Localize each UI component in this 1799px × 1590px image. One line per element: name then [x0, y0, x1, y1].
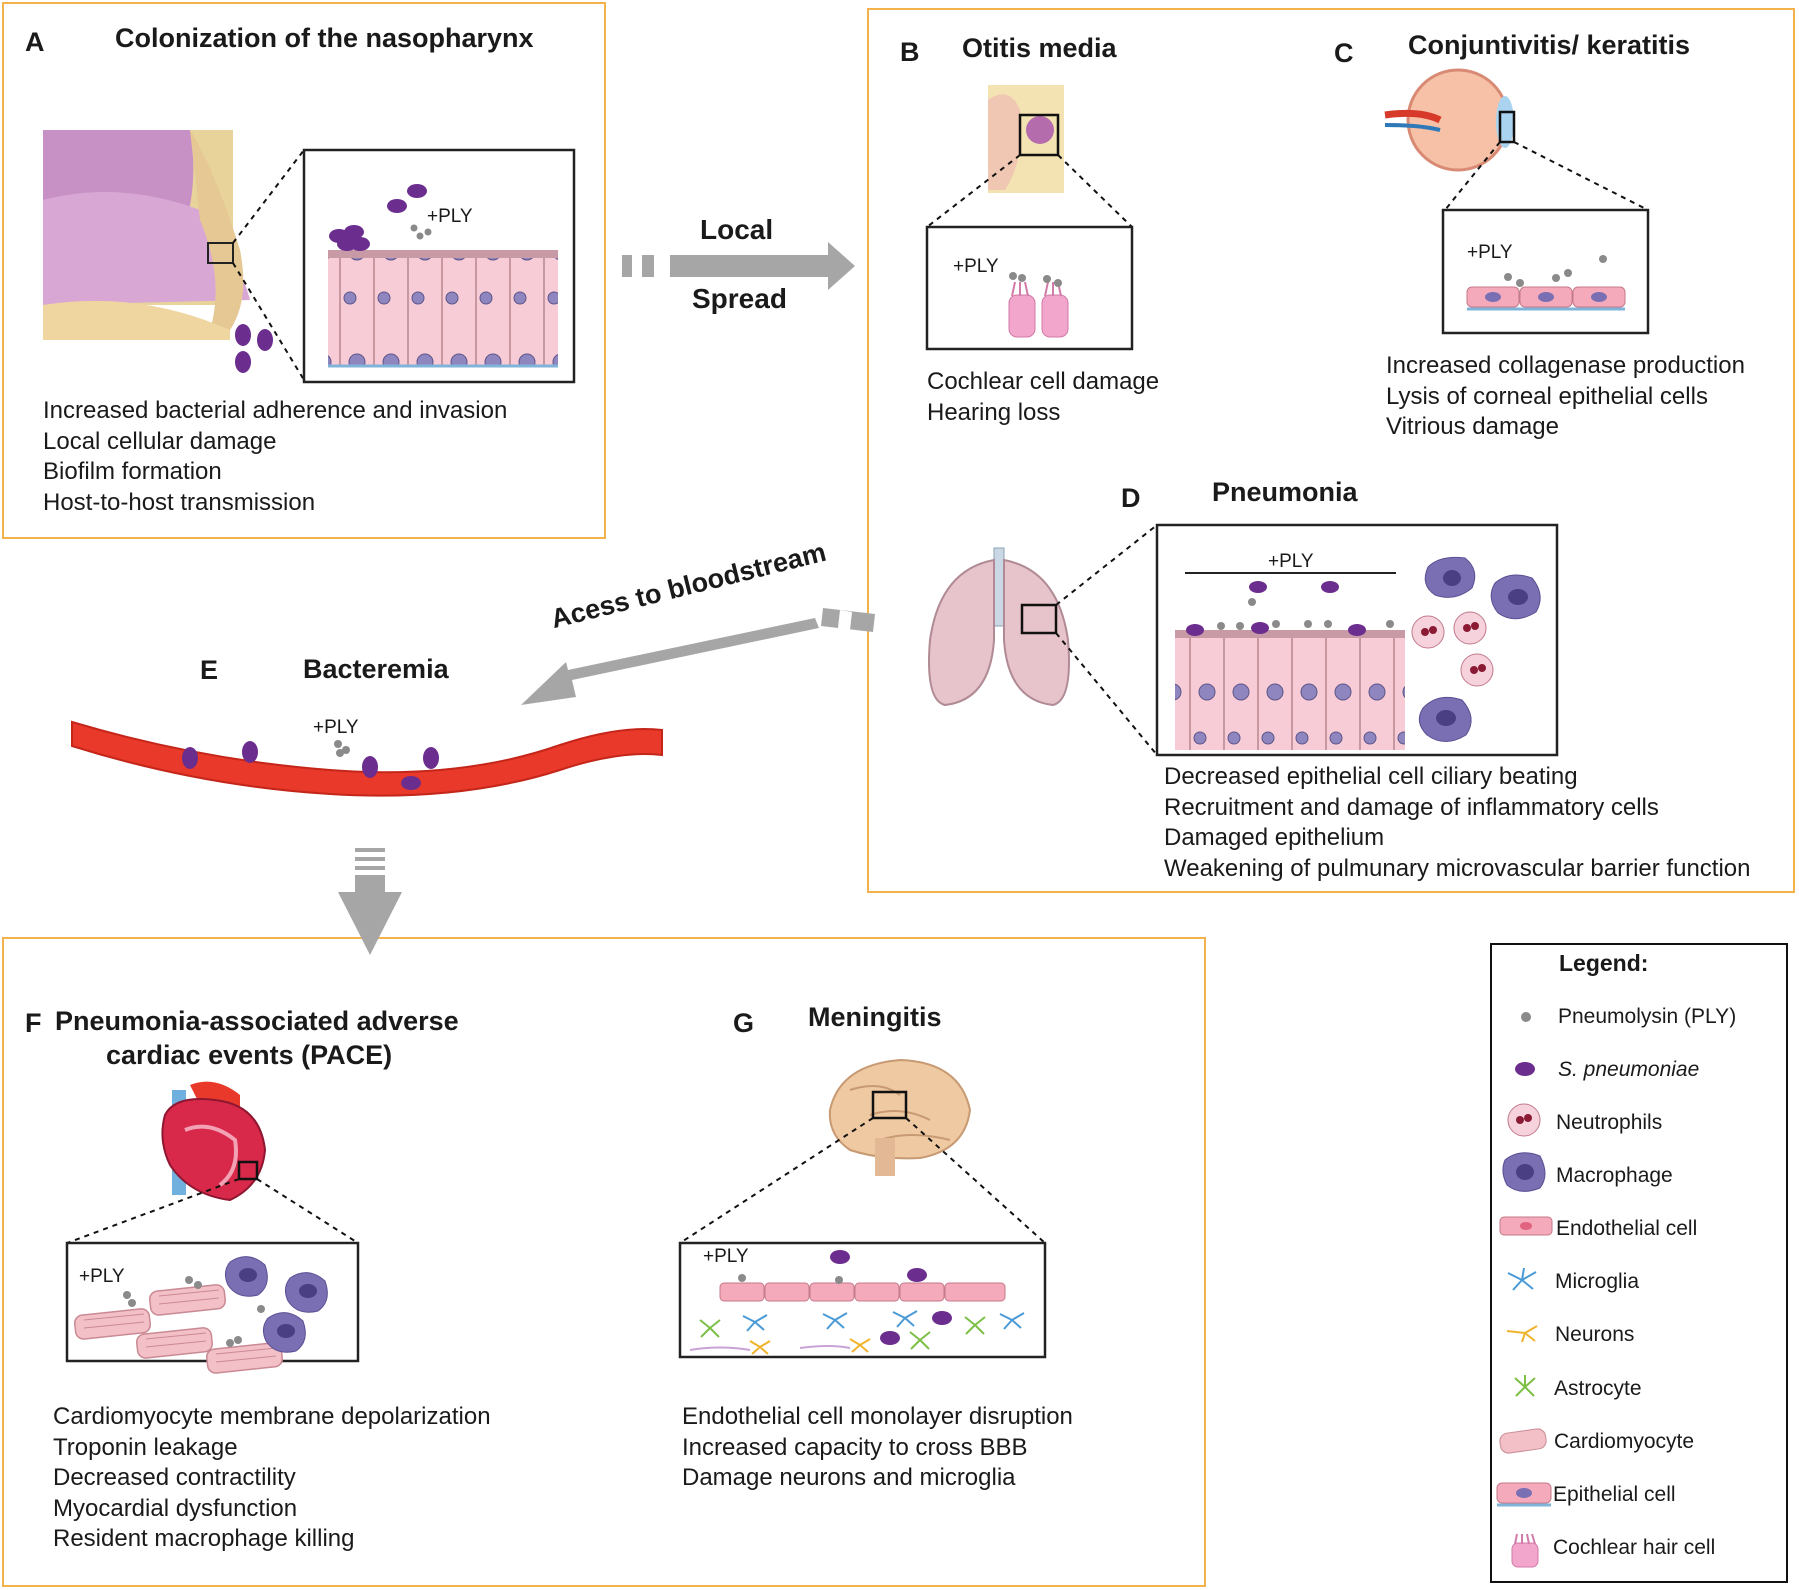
blood-vessel-illustration: [71, 720, 663, 797]
panel-b-effects: Cochlear cell damage Hearing loss: [927, 367, 1159, 428]
local-spread-arrow: [622, 242, 855, 290]
panel-c-title: Conjuntivitis/ keratitis: [1408, 30, 1691, 60]
panel-c-effect-2: Lysis of corneal epithelial cells: [1386, 382, 1708, 410]
panel-b-ply-label: +PLY: [953, 256, 999, 277]
panel-f-effect-2: Troponin leakage: [53, 1433, 238, 1461]
lungs-illustration: [928, 524, 1158, 756]
legend-label-neurons: Neurons: [1555, 1323, 1635, 1346]
legend-label-neutrophils: Neutrophils: [1556, 1111, 1663, 1134]
panel-g-letter: G: [733, 1008, 755, 1038]
legend-label-s-pneumoniae: S. pneumoniae: [1558, 1058, 1700, 1081]
panel-g-title: Meningitis: [808, 1002, 942, 1032]
nasal-cavity-illustration: [43, 130, 305, 381]
legend-label-astrocyte: Astrocyte: [1554, 1377, 1642, 1400]
cornea-inset: [1441, 208, 1650, 335]
panel-e-title: Bacteremia: [303, 654, 449, 684]
panel-f-title-line2: cardiac events (PACE): [106, 1040, 393, 1070]
panel-d-effect-1: Decreased epithelial cell ciliary beatin…: [1164, 763, 1578, 790]
panel-d-effects: Decreased epithelial cell ciliary beatin…: [1164, 762, 1751, 884]
legend-title: Legend:: [1559, 950, 1649, 976]
panel-d-effect-4: Weakening of pulmunary microvascular bar…: [1164, 854, 1751, 882]
down-arrow: [338, 848, 402, 955]
nasal-epithelium-inset: [302, 148, 576, 384]
brain-illustration: [679, 1058, 1046, 1244]
panel-b-title: Otitis media: [962, 33, 1117, 63]
blood-brain-barrier-inset: [678, 1241, 1047, 1359]
bloodstream-arrow: [521, 608, 875, 705]
alveolar-epithelium-inset: [1155, 523, 1559, 757]
panel-f-effect-3: Decreased contractility: [53, 1464, 296, 1491]
heart-illustration: [66, 1081, 359, 1244]
cochlea-inset: [925, 225, 1134, 351]
panel-a-title: Colonization of the nasopharynx: [115, 23, 534, 53]
panel-a-effect-4: Host-to-host transmission: [43, 488, 316, 516]
panel-c-effect-1: Increased collagenase production: [1386, 352, 1745, 379]
panel-g-effect-1: Endothelial cell monolayer disruption: [682, 1403, 1073, 1430]
local-spread-label-line2: Spread: [692, 283, 787, 314]
legend-icons: [1496, 1012, 1553, 1568]
panel-g-effect-3: Damage neurons and microglia: [682, 1464, 1016, 1491]
panel-d-effect-3: Damaged epithelium: [1164, 824, 1385, 851]
legend-box: [1490, 943, 1788, 1583]
panel-c-effects: Increased collagenase production Lysis o…: [1386, 351, 1745, 443]
panel-g-effects: Endothelial cell monolayer disruption In…: [682, 1402, 1073, 1494]
panel-d-ply-label: +PLY: [1268, 551, 1314, 572]
panel-b-effect-1: Cochlear cell damage: [927, 368, 1160, 395]
panel-e-ply-label: +PLY: [313, 717, 359, 738]
panel-a-letter: A: [25, 27, 45, 57]
legend-label-macrophage: Macrophage: [1556, 1164, 1673, 1187]
ear-illustration: [926, 85, 1133, 228]
panel-d-effect-2: Recruitment and damage of inflammatory c…: [1164, 793, 1659, 821]
legend-label-microglia: Microglia: [1555, 1270, 1640, 1293]
panel-a-effect-2: Local cellular damage: [43, 427, 277, 455]
panel-a-ply-label: +PLY: [427, 206, 473, 227]
panel-c-ply-label: +PLY: [1467, 242, 1513, 263]
panel-b-effect-2: Hearing loss: [927, 398, 1061, 426]
panel-f-effects: Cardiomyocyte membrane depolarization Tr…: [53, 1402, 491, 1555]
legend-label-cochlear-hair-cell: Cochlear hair cell: [1553, 1536, 1716, 1559]
legend-label-endothelial-cell: Endothelial cell: [1556, 1217, 1698, 1240]
panel-f-effect-4: Myocardial dysfunction: [53, 1494, 298, 1522]
panel-a-effect-1: Increased bacterial adherence and invasi…: [43, 397, 508, 424]
panel-c-letter: C: [1334, 38, 1354, 68]
panel-f-ply-label: +PLY: [79, 1266, 125, 1287]
myocardium-inset: [65, 1241, 360, 1374]
panel-e-letter: E: [200, 655, 219, 685]
panel-d-title: Pneumonia: [1212, 477, 1358, 507]
panel-a-frame: [2, 2, 606, 539]
panel-f-effect-5: Resident macrophage killing: [53, 1525, 355, 1552]
panel-f-letter: F: [25, 1008, 42, 1038]
legend-label-cardiomyocyte: Cardiomyocyte: [1554, 1430, 1695, 1453]
eye-illustration: [1384, 68, 1649, 211]
panel-a-effect-3: Biofilm formation: [43, 458, 222, 485]
panel-b-letter: B: [900, 37, 920, 67]
legend-label-pneumolysin: Pneumolysin (PLY): [1558, 1005, 1737, 1028]
panel-f-title-line1: Pneumonia-associated adverse: [55, 1006, 459, 1036]
legend-label-epithelial-cell: Epithelial cell: [1553, 1483, 1676, 1506]
panel-g-ply-label: +PLY: [703, 1246, 749, 1267]
panel-bcd-frame: [867, 8, 1795, 893]
panel-a-effects: Increased bacterial adherence and invasi…: [43, 396, 507, 518]
panel-f-effect-1: Cardiomyocyte membrane depolarization: [53, 1403, 491, 1430]
panel-c-effect-3: Vitrious damage: [1386, 413, 1559, 440]
panel-d-letter: D: [1121, 483, 1141, 513]
panel-fg-frame: [2, 937, 1206, 1587]
panel-g-effect-2: Increased capacity to cross BBB: [682, 1433, 1028, 1461]
local-spread-label-line1: Local: [700, 214, 774, 245]
